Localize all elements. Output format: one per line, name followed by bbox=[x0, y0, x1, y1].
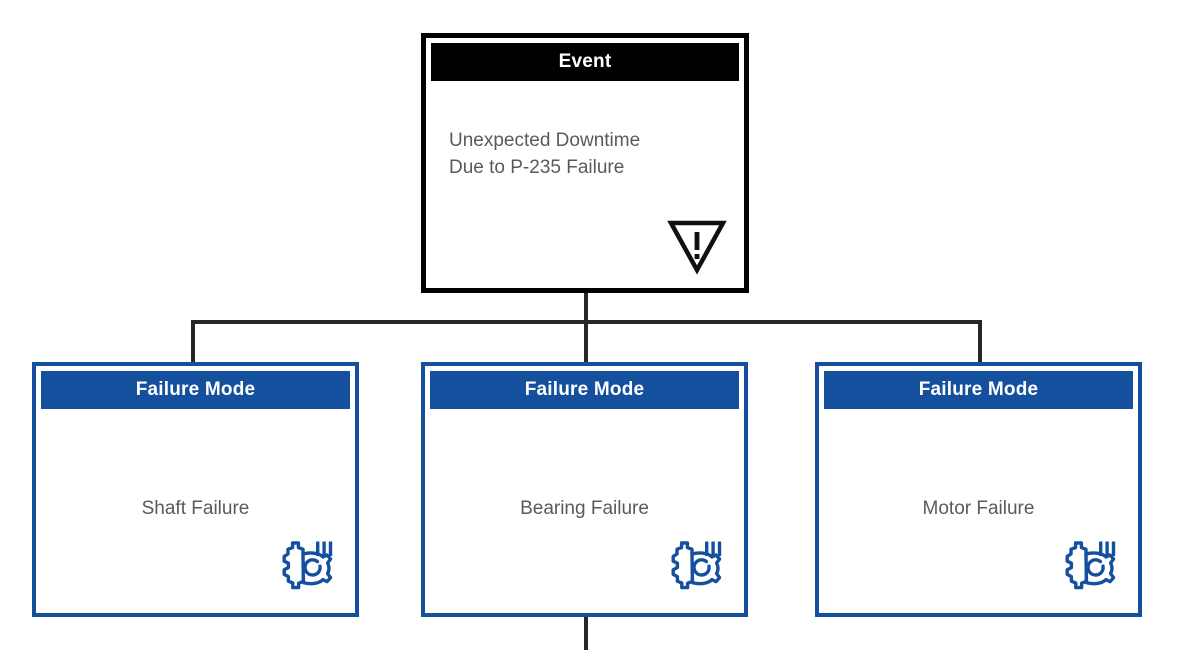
gear-monitoring-icon bbox=[280, 540, 336, 594]
failure-mode-node-3-header-label: Failure Mode bbox=[918, 379, 1039, 400]
failure-mode-node-3[interactable]: Failure Mode Motor Failure bbox=[815, 362, 1142, 617]
failure-mode-node-1-text: Shaft Failure bbox=[141, 498, 250, 519]
failure-mode-node-1-body: Shaft Failure bbox=[41, 409, 350, 608]
gear-monitoring-icon bbox=[669, 540, 725, 594]
failure-mode-node-2-text: Bearing Failure bbox=[520, 498, 649, 519]
failure-mode-node-1-header: Failure Mode bbox=[41, 371, 350, 409]
failure-mode-node-2-body: Bearing Failure bbox=[430, 409, 739, 608]
connector-drop-left bbox=[191, 320, 195, 364]
connector-drop-right bbox=[978, 320, 982, 364]
failure-mode-node-2-header: Failure Mode bbox=[430, 371, 739, 409]
event-node-body: Unexpected Downtime Due to P-235 Failure bbox=[431, 81, 739, 283]
gear-monitoring-icon bbox=[1063, 540, 1119, 594]
failure-mode-node-1-header-label: Failure Mode bbox=[135, 379, 256, 400]
failure-mode-node-2-header-label: Failure Mode bbox=[524, 379, 645, 400]
failure-mode-node-3-header: Failure Mode bbox=[824, 371, 1133, 409]
event-node-text: Unexpected Downtime Due to P-235 Failure bbox=[449, 127, 640, 181]
event-node-header-label: Event bbox=[558, 51, 612, 72]
failure-mode-node-3-text: Motor Failure bbox=[922, 498, 1035, 519]
event-node-header: Event bbox=[431, 43, 739, 81]
event-node[interactable]: Event Unexpected Downtime Due to P-235 F… bbox=[421, 33, 749, 293]
failure-mode-node-3-body: Motor Failure bbox=[824, 409, 1133, 608]
failure-mode-node-2[interactable]: Failure Mode Bearing Failure bbox=[421, 362, 748, 617]
warning-triangle-icon bbox=[667, 217, 727, 275]
connector-descender-middle bbox=[584, 616, 588, 650]
connector-root-stem bbox=[584, 292, 588, 324]
connector-drop-middle bbox=[584, 320, 588, 364]
event-node-text-line2: Due to P-235 Failure bbox=[449, 157, 625, 178]
event-node-text-line1: Unexpected Downtime bbox=[449, 130, 641, 151]
failure-mode-node-1[interactable]: Failure Mode Shaft Failure bbox=[32, 362, 359, 617]
